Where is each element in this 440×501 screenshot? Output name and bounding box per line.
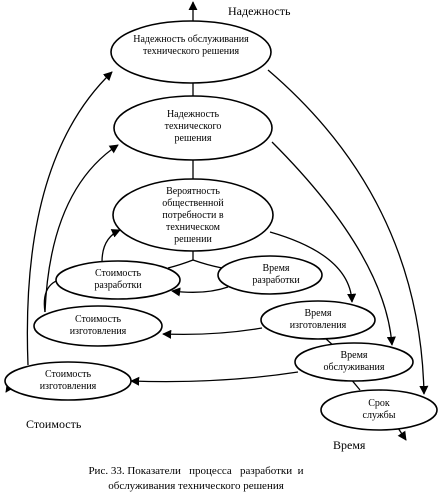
node-reliability-solution: Надежность технического решения <box>113 95 273 161</box>
edge-to-time-axis <box>397 427 407 441</box>
node-mfg-cost-2: Стоимость изготовления <box>4 361 132 401</box>
edge-split-right <box>192 259 223 269</box>
node-service-life-line-1: Срок <box>368 398 390 409</box>
edge-reliability-service-to-servicelife <box>267 69 429 395</box>
edge-devtime-to-devcost <box>171 286 229 297</box>
edge-devcost-to-probability <box>101 229 121 263</box>
node-mfg-cost-2-line-2: изготовления <box>40 381 97 392</box>
node-service-life: Срок службы <box>320 389 438 431</box>
node-dev-cost: Стоимость разработки <box>55 260 181 300</box>
edges <box>5 1 429 441</box>
node-dev-cost-line-1: Стоимость <box>95 268 142 279</box>
figure-caption-line-1: Рис. 33. Показатели процесса разработки … <box>88 465 303 477</box>
node-probability-need-line-5: решении <box>174 234 212 245</box>
axis-label-time: Время <box>333 438 366 452</box>
edge-servicetime-to-mfgcost2 <box>130 371 299 386</box>
node-dev-cost-line-2: разработки <box>94 280 142 291</box>
node-reliability-service-line-2: технического решения <box>143 46 240 57</box>
edge-split-left <box>167 259 194 269</box>
node-reliability-service: Надежность обслуживания технического реш… <box>110 20 272 84</box>
node-mfg-cost-1-line-1: Стоимость <box>75 314 122 325</box>
node-mfg-time-line-1: Время <box>304 308 331 319</box>
node-service-time-line-2: обслуживания <box>324 362 385 373</box>
node-mfg-cost-1: Стоимость изготовления <box>33 305 163 347</box>
node-service-time: Время обслуживания <box>294 342 414 382</box>
edge-mfgcost2-to-reliability-service <box>26 71 113 366</box>
node-service-life-line-2: службы <box>363 410 396 421</box>
node-service-time-line-1: Время <box>340 350 367 361</box>
node-dev-time: Время разработки <box>217 255 323 295</box>
node-probability-need-line-4: техническом <box>166 222 221 233</box>
node-reliability-service-line-1: Надежность обслуживания <box>133 34 249 45</box>
nodes: Надежность обслуживания технического реш… <box>4 20 438 431</box>
axis-label-cost: Стоимость <box>26 417 82 431</box>
edge-probability-to-mfgtime <box>269 231 357 303</box>
node-probability-need-line-1: Вероятность <box>166 186 220 197</box>
node-mfg-cost-2-line-1: Стоимость <box>45 369 92 380</box>
axis-label-reliability: Надежность <box>228 4 291 18</box>
node-mfg-time: Время изготовления <box>260 300 376 340</box>
node-mfg-time-line-2: изготовления <box>290 320 347 331</box>
node-probability-need-line-2: общественной <box>162 198 224 209</box>
edge-reliability-solution-to-servicetime <box>271 141 396 346</box>
node-dev-time-line-2: разработки <box>252 275 300 286</box>
node-probability-need-line-3: потребности в <box>162 210 223 221</box>
node-mfg-cost-1-line-2: изготовления <box>70 326 127 337</box>
node-probability-need: Вероятность общественной потребности в т… <box>112 178 274 252</box>
edge-mfgtime-to-mfgcost1 <box>162 327 263 339</box>
node-reliability-solution-line-3: решения <box>175 133 212 144</box>
figure-caption-line-2: обслуживания технического решения <box>108 480 284 492</box>
node-dev-time-line-1: Время <box>262 263 289 274</box>
node-reliability-solution-line-1: Надежность <box>167 109 220 120</box>
edge-mfgcost1-to-reliability-solution <box>44 144 119 313</box>
node-reliability-solution-line-2: технического <box>165 121 222 132</box>
